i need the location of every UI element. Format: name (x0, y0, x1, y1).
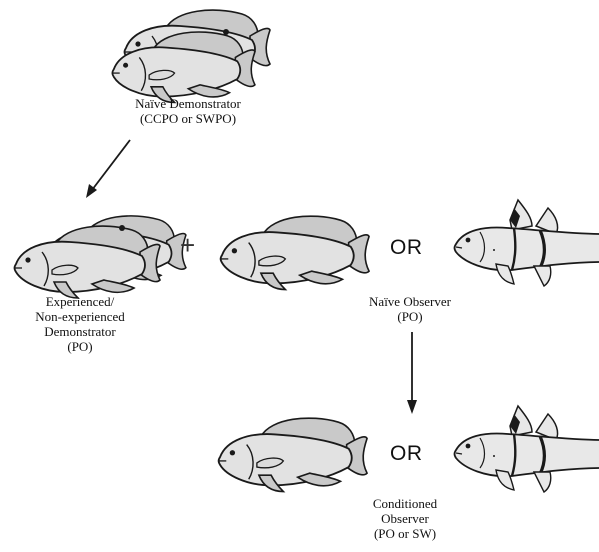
conditioned-observer-swordtail-icon (455, 406, 599, 492)
naive-demonstrator-fish-icon (112, 10, 270, 102)
or-label-top: OR (390, 236, 423, 260)
arrow-to-conditioned-icon (407, 332, 417, 414)
plus-sign: + (180, 230, 195, 261)
or-label-bottom: OR (390, 442, 423, 466)
experienced-demonstrator-fish-icon (15, 216, 186, 298)
naive-observer-cichlid-icon (221, 216, 369, 289)
naive-observer-label: Naïve Observer (PO) (340, 294, 480, 324)
naive-demonstrator-label: Naïve Demonstrator (CCPO or SWPO) (108, 96, 268, 126)
conditioned-observer-label: Conditioned Observer (PO or SW) (350, 496, 460, 541)
naive-observer-swordtail-icon (455, 200, 599, 286)
arrow-to-demonstrator-icon (86, 140, 130, 198)
experienced-demonstrator-label: Experienced/ Non-experienced Demonstrato… (10, 294, 150, 354)
conditioned-observer-cichlid-icon (219, 418, 367, 491)
